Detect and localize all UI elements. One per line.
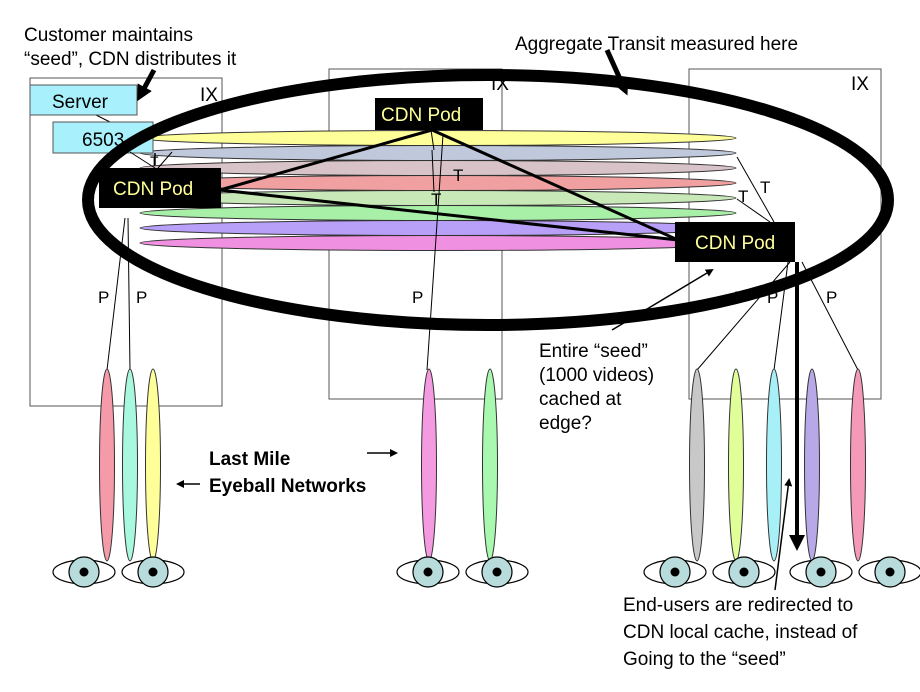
entire-seed-line4: edge? [539, 413, 592, 434]
cdn-pod-top-label: CDN Pod [381, 105, 461, 126]
transit-network-7 [139, 220, 737, 236]
eye-icon [712, 556, 776, 588]
customer-arrow [137, 68, 157, 102]
cdn-pod-left-label: CDN Pod [113, 179, 193, 200]
transit-line-right-2 [736, 198, 771, 223]
eyeball-network-right-3 [766, 368, 782, 562]
eyeball-networks [99, 368, 866, 562]
peering-label-left-1: P [98, 288, 109, 307]
entire-seed-line2: (1000 videos) [539, 365, 654, 386]
eyeball-network-right-1 [689, 368, 705, 562]
eyeball-network-left-1 [99, 368, 115, 562]
transit-label-left: T [150, 153, 159, 169]
transit-label-mid-2: T [431, 190, 441, 209]
eyeball-network-left-2 [122, 368, 138, 562]
eye-icon [789, 556, 853, 588]
transit-line-mid-2 [431, 149, 435, 193]
peering-label-right-3: P [826, 288, 837, 307]
peering-label-mid: P [412, 288, 423, 307]
eyeball-network-left-3 [145, 368, 161, 562]
router-label: 6503 [82, 130, 124, 151]
pod-link-top-right [431, 128, 679, 242]
endusers-line3: Going to the “seed” [623, 649, 786, 670]
lastmile-line2: Eyeball Networks [209, 476, 366, 497]
server-label: Server [52, 92, 109, 113]
eye-icon [858, 556, 920, 588]
cdn-pod-top [375, 98, 483, 130]
customer-note-line1: Customer maintains [24, 25, 193, 46]
transit-label-mid-1: T [453, 166, 463, 185]
eyeball-network-middle-2 [482, 368, 498, 562]
endusers-line2: CDN local cache, instead of [623, 622, 858, 643]
eyeball-network-right-5 [850, 368, 866, 562]
entire-seed-line1: Entire “seed” [539, 341, 648, 362]
eyeball-network-right-4 [804, 368, 820, 562]
eyeball-network-middle-1 [421, 368, 437, 562]
pod-link-left-right [219, 188, 679, 242]
transit-line-mid-1 [430, 129, 435, 151]
cdn-pod-left [99, 168, 221, 208]
eye-icon [121, 556, 185, 588]
eye-icon [643, 556, 707, 588]
transit-label-right-1: T [738, 187, 748, 206]
endusers-line1: End-users are redirected to [623, 595, 853, 616]
peering-line-left-2 [127, 217, 131, 371]
entire-seed-line3: cached at [539, 389, 622, 410]
cdn-pod-right-label: CDN Pod [695, 233, 775, 254]
customer-note-line2: “seed”, CDN distributes it [24, 49, 237, 70]
ix-label-left: IX [200, 85, 218, 106]
server-box [29, 84, 138, 116]
aggregate-note: Aggregate Transit measured here [515, 34, 798, 55]
cdn-pod-right [675, 222, 795, 262]
transit-label-right-2: T [760, 178, 770, 197]
entire-seed-arrow [611, 268, 714, 331]
aggregate-arrow [604, 48, 629, 96]
eye-icon [396, 556, 460, 588]
endusers-arrow [774, 478, 793, 591]
pod-link-top-left [219, 128, 433, 192]
eye-icon [52, 556, 116, 588]
transit-network-2 [139, 145, 737, 161]
router-pod-link-2 [129, 151, 156, 169]
peering-line-right-1 [696, 261, 791, 371]
peering-label-left-2: P [136, 288, 147, 307]
transit-networks [139, 130, 737, 251]
eyeball-network-right-2 [728, 368, 744, 562]
lastmile-line1: Last Mile [209, 449, 290, 470]
peering-label-right-2: P [767, 288, 778, 307]
transit-network-3 [139, 160, 737, 176]
end-users [52, 556, 920, 588]
peering-line-mid [426, 134, 444, 371]
transit-line-left [157, 151, 173, 169]
eye-icon [465, 556, 529, 588]
ix-label-right: IX [851, 74, 869, 95]
aggregate-transit-ellipse [82, 69, 894, 331]
transit-line-right-1 [736, 156, 775, 223]
